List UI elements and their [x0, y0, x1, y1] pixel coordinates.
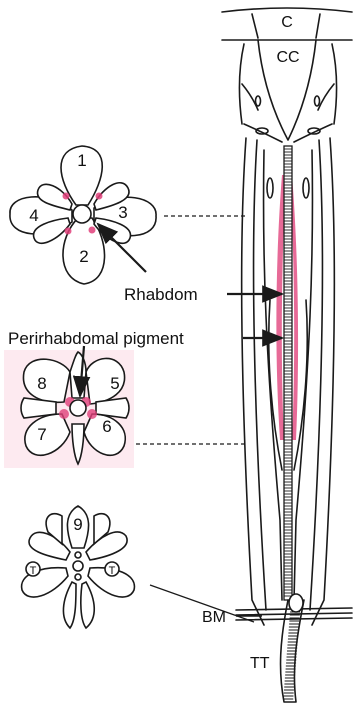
label-rhabdom: Rhabdom — [124, 285, 198, 304]
t-mark-right: T — [109, 565, 116, 577]
cell-number-9: 9 — [73, 515, 82, 534]
cell-number-6: 6 — [102, 417, 111, 436]
cell-number-1: 1 — [77, 151, 86, 170]
cell-number-7: 7 — [37, 425, 46, 444]
cross-section-proximal — [4, 350, 134, 468]
label-cc: CC — [276, 49, 299, 66]
cell-number-3: 3 — [118, 203, 127, 222]
label-tt: TT — [250, 655, 270, 672]
label-perirhabdomal-pigment: Perirhabdomal pigment — [8, 329, 184, 348]
rhabdom-longitudinal — [284, 146, 292, 600]
cell-number-8: 8 — [37, 374, 46, 393]
cell-number-2: 2 — [79, 247, 88, 266]
rhabdom-cross-proximal — [70, 400, 86, 416]
cell-number-4: 4 — [29, 206, 38, 225]
cell-number-5: 5 — [110, 374, 119, 393]
label-bm: BM — [202, 609, 226, 626]
rhabdom-cross-distal — [73, 205, 91, 223]
label-c: C — [281, 14, 293, 31]
t-mark-left: T — [30, 565, 37, 577]
ommatidium-longitudinal — [222, 8, 352, 702]
cornea — [222, 8, 352, 12]
retinula-outline — [242, 138, 264, 625]
